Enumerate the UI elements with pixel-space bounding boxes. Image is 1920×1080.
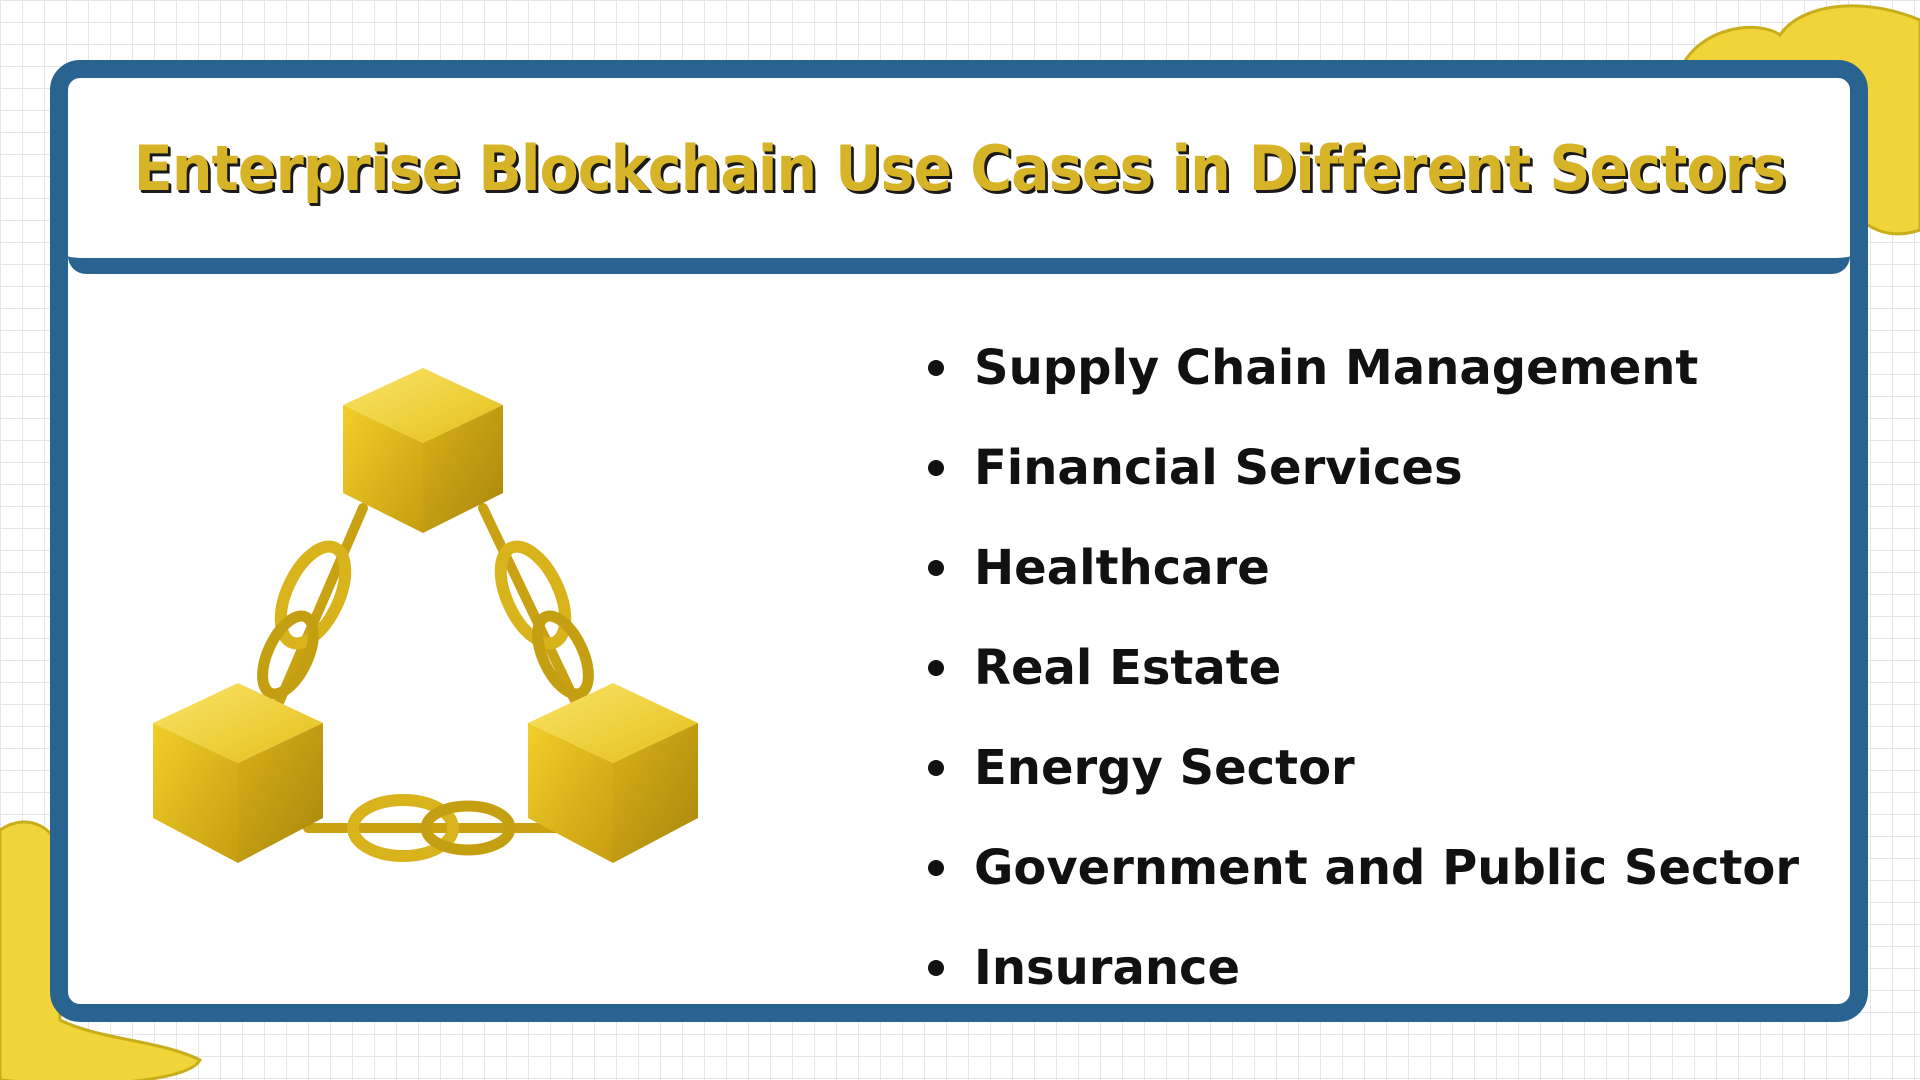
page-title: Enterprise Blockchain Use Cases in Diffe… xyxy=(133,131,1785,205)
blockchain-cubes-icon xyxy=(153,368,698,863)
cube-top xyxy=(343,368,503,533)
sector-list: Supply Chain Management Financial Servic… xyxy=(928,318,1799,1018)
sector-label: Energy Sector xyxy=(974,740,1355,796)
sector-label: Healthcare xyxy=(974,540,1270,596)
sector-label: Supply Chain Management xyxy=(974,340,1699,396)
list-item: Supply Chain Management xyxy=(928,318,1799,418)
bullet-icon xyxy=(928,760,944,776)
cube-right xyxy=(528,683,698,863)
bullet-icon xyxy=(928,660,944,676)
bullet-icon xyxy=(928,460,944,476)
sector-label: Government and Public Sector xyxy=(974,840,1800,896)
bullet-icon xyxy=(928,560,944,576)
cube-left xyxy=(153,683,323,863)
content-card: Enterprise Blockchain Use Cases in Diffe… xyxy=(50,60,1868,1022)
title-bar: Enterprise Blockchain Use Cases in Diffe… xyxy=(68,78,1850,274)
list-item: Insurance xyxy=(928,918,1799,1018)
list-item: Real Estate xyxy=(928,618,1799,718)
list-item: Financial Services xyxy=(928,418,1799,518)
sector-label: Real Estate xyxy=(974,640,1282,696)
bullet-icon xyxy=(928,860,944,876)
bullet-icon xyxy=(928,360,944,376)
list-item: Energy Sector xyxy=(928,718,1799,818)
list-item: Healthcare xyxy=(928,518,1799,618)
list-item: Government and Public Sector xyxy=(928,818,1799,918)
sector-label: Insurance xyxy=(974,940,1241,996)
sector-label: Financial Services xyxy=(974,440,1463,496)
bullet-icon xyxy=(928,960,944,976)
